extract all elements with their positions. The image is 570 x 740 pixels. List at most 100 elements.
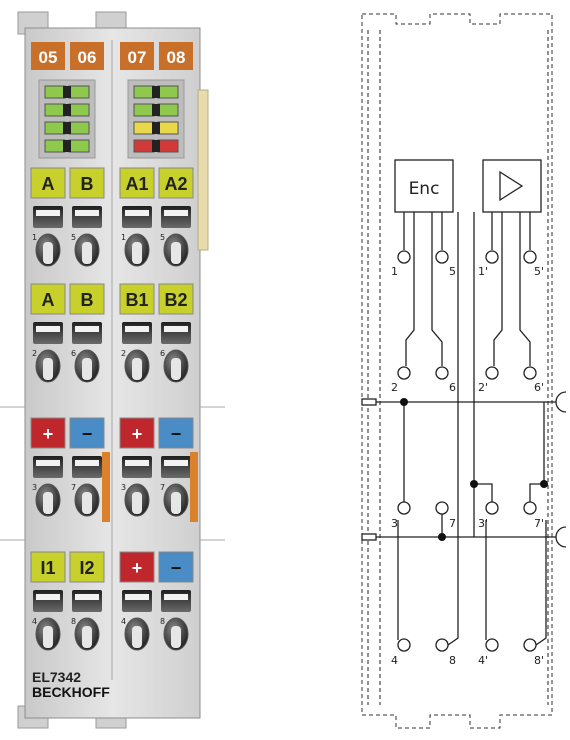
slot-highlight xyxy=(125,210,149,216)
wire-entry-highlight xyxy=(171,242,181,264)
spring-release-slot[interactable] xyxy=(122,456,152,478)
slot-highlight xyxy=(36,594,60,600)
channel-label: A xyxy=(42,290,55,310)
model-label: EL7342 xyxy=(32,669,81,685)
wire-entry-highlight xyxy=(132,242,142,264)
led-header-label: 07 xyxy=(128,48,147,67)
terminal-number: 4 xyxy=(32,617,37,626)
pin-label: 7 xyxy=(449,517,456,530)
wire-entry-highlight xyxy=(43,242,53,264)
pin-label: 3 xyxy=(391,517,398,530)
housing-outline xyxy=(361,13,553,729)
schematic: Enc xyxy=(361,13,567,729)
spring-release-slot[interactable] xyxy=(33,206,63,228)
channel-label: − xyxy=(171,424,182,444)
status-led xyxy=(133,85,155,99)
spring-release-slot[interactable] xyxy=(161,590,191,612)
terminal-number: 7 xyxy=(71,483,76,492)
slot-highlight xyxy=(75,460,99,466)
terminal-number: 5 xyxy=(71,233,76,242)
channel-label: A xyxy=(42,174,55,194)
status-led xyxy=(68,103,90,117)
status-led xyxy=(44,121,66,135)
channel-label-box xyxy=(69,551,105,583)
wire-entry-highlight xyxy=(82,626,92,648)
terminal-number: 3 xyxy=(32,483,37,492)
channel-label: B xyxy=(81,290,94,310)
spring-release-slot[interactable] xyxy=(122,590,152,612)
led-header-label: 05 xyxy=(39,48,58,67)
terminal-number: 8 xyxy=(160,617,165,626)
channel-label-box xyxy=(119,167,155,199)
wire-entry-highlight xyxy=(171,626,181,648)
spring-release-slot[interactable] xyxy=(161,206,191,228)
led-header-label: 06 xyxy=(78,48,97,67)
spring-release-slot[interactable] xyxy=(72,456,102,478)
channel-label-box xyxy=(30,167,66,199)
terminal-number: 5 xyxy=(160,233,165,242)
led-divider xyxy=(63,140,71,152)
wire-entry-highlight xyxy=(132,626,142,648)
wire-entry-highlight xyxy=(82,358,92,380)
channel-label: I1 xyxy=(40,558,55,578)
wire-entry-highlight xyxy=(171,358,181,380)
led-header-box xyxy=(120,42,154,70)
pin-circles xyxy=(397,250,537,652)
wire-entry-highlight xyxy=(171,492,181,514)
spring-release-slot[interactable] xyxy=(72,590,102,612)
terminal-number: 2 xyxy=(121,349,126,358)
led-header-box xyxy=(70,42,104,70)
pin-label: 4' xyxy=(478,654,488,667)
channel-label-box xyxy=(30,417,66,449)
channel-label-box xyxy=(158,417,194,449)
pin-label: 7' xyxy=(534,517,544,530)
wire-entry-highlight xyxy=(132,492,142,514)
terminal-number: 6 xyxy=(71,349,76,358)
channel-label: + xyxy=(132,424,143,444)
wire-entry-highlight xyxy=(43,626,53,648)
spring-release-slot[interactable] xyxy=(161,322,191,344)
channel-label-box xyxy=(119,417,155,449)
spring-release-slot[interactable] xyxy=(72,206,102,228)
channel-label: − xyxy=(82,424,93,444)
wire-entry-highlight xyxy=(132,358,142,380)
slot-highlight xyxy=(164,210,188,216)
channel-label: + xyxy=(43,424,54,444)
channel-label-box xyxy=(69,283,105,315)
pin-label: 2 xyxy=(391,381,398,394)
spring-release-slot[interactable] xyxy=(72,322,102,344)
pin-label: 2' xyxy=(478,381,488,394)
slot-highlight xyxy=(75,326,99,332)
channel-label-box xyxy=(30,283,66,315)
status-led xyxy=(157,139,179,153)
slot-highlight xyxy=(75,210,99,216)
channel-label: B1 xyxy=(125,290,148,310)
spring-release-slot[interactable] xyxy=(122,322,152,344)
led-divider xyxy=(63,122,71,134)
spring-release-slot[interactable] xyxy=(33,322,63,344)
channel-label: B2 xyxy=(164,290,187,310)
led-divider xyxy=(152,104,160,116)
slot-highlight xyxy=(164,594,188,600)
pin-label: 8 xyxy=(449,654,456,667)
spring-release-slot[interactable] xyxy=(161,456,191,478)
status-led xyxy=(44,103,66,117)
channel-label: A2 xyxy=(164,174,187,194)
slot-highlight xyxy=(75,594,99,600)
slot-highlight xyxy=(125,460,149,466)
amplifier-triangle-icon xyxy=(499,170,524,202)
slot-highlight xyxy=(36,210,60,216)
spring-release-slot[interactable] xyxy=(33,590,63,612)
terminal-number: 1 xyxy=(32,233,37,242)
pin-labels: 1 5 1' 5' 2 6 2' 6' 3 7 3' 7' 4 8 4' 8' xyxy=(391,265,544,667)
terminal-number: 8 xyxy=(71,617,76,626)
spring-release-slot[interactable] xyxy=(33,456,63,478)
status-led xyxy=(157,121,179,135)
slot-highlight xyxy=(36,460,60,466)
channel-label-box xyxy=(158,167,194,199)
led-header-box xyxy=(159,42,193,70)
spring-release-slot[interactable] xyxy=(122,206,152,228)
channel-label: I2 xyxy=(79,558,94,578)
